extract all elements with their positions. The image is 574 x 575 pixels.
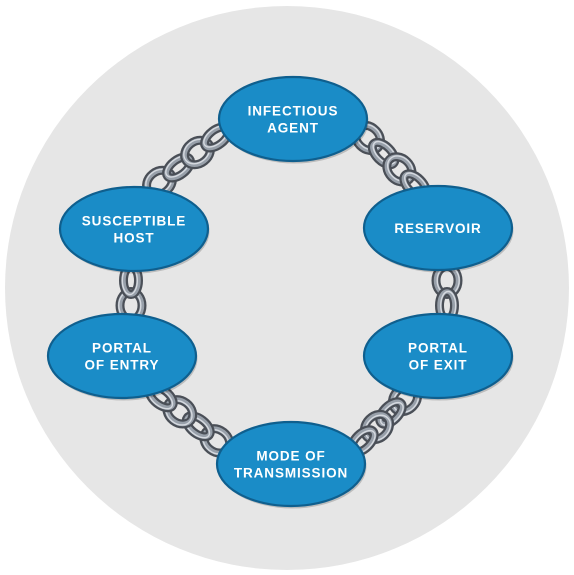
chain-mode-of-transmission-to-portal-of-entry bbox=[144, 382, 235, 458]
chain-link bbox=[359, 409, 395, 445]
chain-link bbox=[367, 137, 400, 170]
chain-portal-of-entry-to-susceptible-host bbox=[115, 262, 147, 324]
node-mode-of-transmission: MODE OF TRANSMISSION bbox=[215, 420, 367, 509]
node-label-line: MODE OF bbox=[256, 449, 325, 464]
node-ellipse bbox=[362, 312, 514, 400]
node-ellipse bbox=[46, 312, 198, 400]
node-label-line: TRANSMISSION bbox=[234, 466, 348, 481]
node-susceptible-host: SUSCEPTIBLE HOST bbox=[58, 185, 210, 274]
chain-links bbox=[115, 120, 463, 458]
node-label-line: SUSCEPTIBLE bbox=[82, 214, 186, 229]
node-label-line: HOST bbox=[113, 231, 154, 246]
node-label-line: OF ENTRY bbox=[85, 358, 160, 373]
chain-nodes: INFECTIOUS AGENT RESERVOIR PORTAL OF EXIT MOD… bbox=[46, 75, 514, 509]
node-ellipse bbox=[217, 75, 369, 163]
node-label-line: OF EXIT bbox=[409, 358, 468, 373]
node-label-line: INFECTIOUS bbox=[248, 104, 339, 119]
node-label-line: PORTAL bbox=[92, 341, 152, 356]
node-ellipse bbox=[362, 184, 514, 272]
node-label-line: AGENT bbox=[267, 121, 319, 136]
node-ellipse bbox=[58, 185, 210, 273]
background-circle bbox=[5, 6, 569, 570]
chain-link bbox=[375, 397, 407, 429]
node-portal-of-entry: PORTAL OF ENTRY bbox=[46, 312, 198, 401]
node-reservoir: RESERVOIR bbox=[362, 184, 514, 273]
node-label-line: PORTAL bbox=[408, 341, 468, 356]
node-infectious-agent: INFECTIOUS AGENT bbox=[217, 75, 369, 164]
node-ellipse bbox=[215, 420, 367, 508]
node-label-line: RESERVOIR bbox=[394, 221, 481, 236]
node-portal-of-exit: PORTAL OF EXIT bbox=[362, 312, 514, 401]
